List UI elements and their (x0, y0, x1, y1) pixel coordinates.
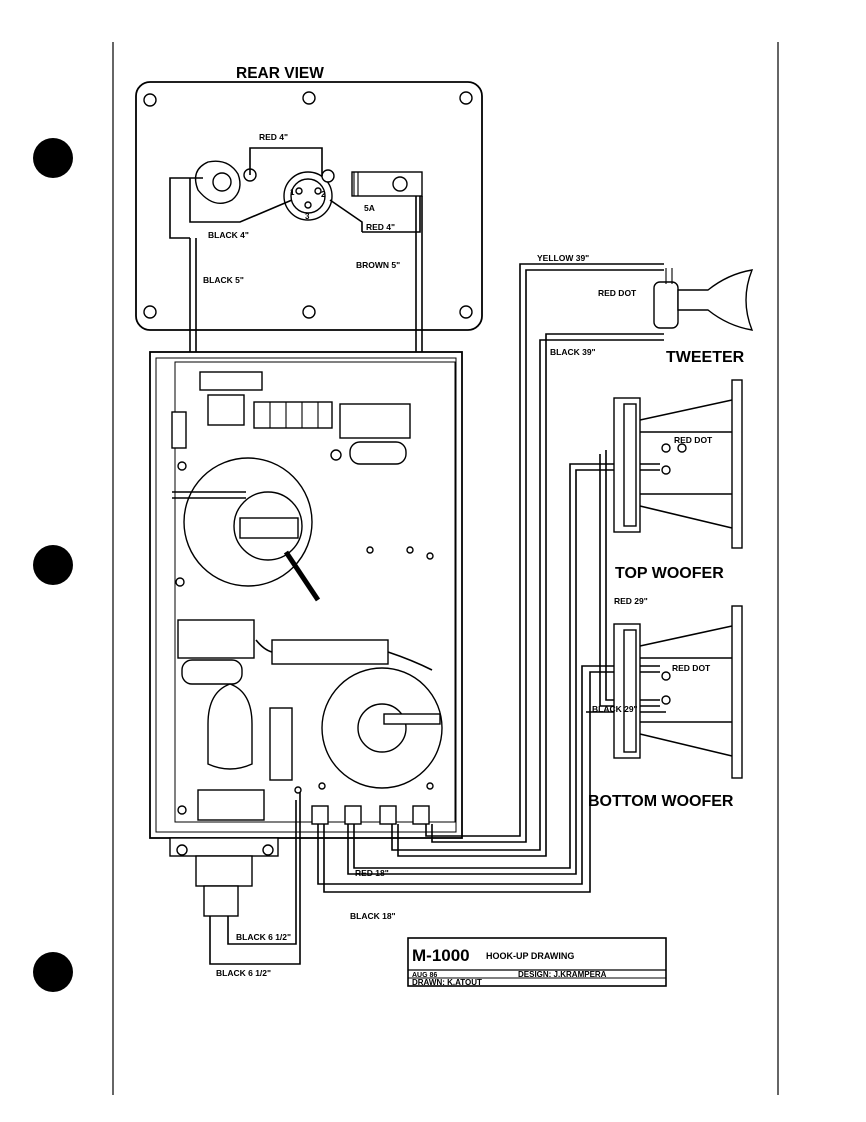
fuse-tube (269, 707, 293, 781)
bottom-woofer-label: BOTTOM WOOFER (588, 793, 734, 810)
capacitor-round (181, 659, 243, 685)
title-block: M-1000 HOOK-UP DRAWING AUG 86 DESIGN: J.… (407, 937, 667, 987)
red-dot-tweeter-label: RED DOT (598, 288, 637, 298)
binder-punch-hole-middle (33, 545, 73, 585)
mounting-hole (143, 93, 157, 107)
terminal-block (344, 805, 362, 825)
bottom-woofer-frame (731, 605, 743, 779)
top-woofer-frame (731, 379, 743, 549)
fuse-holder (351, 171, 423, 197)
fuse-5a-label: 5A (364, 203, 375, 213)
tweeter-driver (653, 281, 679, 329)
wire-black-18 (317, 665, 660, 885)
pin-2-label: 2 (321, 190, 326, 199)
jack-body (195, 855, 253, 887)
red-18-label: RED 18" (355, 868, 389, 878)
relay-block (253, 401, 333, 429)
wire-yellow-39 (425, 263, 664, 837)
drawing-date: AUG 86 (412, 972, 437, 979)
power-resistor (271, 639, 389, 665)
tweeter (653, 268, 754, 331)
wire-red-4-top (249, 147, 323, 176)
wire-yellow-39-b (431, 269, 664, 843)
mounting-hole (459, 91, 473, 105)
wire-black-4 (189, 178, 293, 223)
terminal-block (412, 805, 430, 825)
capacitor (349, 441, 407, 465)
terminal-block (379, 805, 397, 825)
model-number: M-1000 (412, 946, 470, 965)
tweeter-horn (677, 269, 754, 331)
black-6-half-b-label: BLACK 6 1/2" (216, 968, 271, 978)
pin-1-label: 1 (290, 188, 295, 197)
lamp-socket (197, 789, 265, 821)
resistor-bank (207, 394, 245, 426)
red-29-label: RED 29" (614, 596, 648, 606)
xlr-connector: 1 2 3 (283, 169, 335, 221)
drafter: DRAWN: K.ATOUT (412, 978, 482, 987)
wire-black-39 (391, 339, 664, 851)
tweeter-label: TWEETER (666, 349, 745, 366)
designer: DESIGN: J.KRAMPERA (518, 970, 607, 979)
red-4-top-label: RED 4" (259, 132, 288, 142)
red-dot-bottom-label: RED DOT (672, 663, 711, 673)
black-6-half-a-label: BLACK 6 1/2" (236, 932, 291, 942)
binder-punch-hole-bottom (33, 952, 73, 992)
wire-from-jack (169, 177, 203, 239)
bottom-jack-assembly (169, 837, 279, 917)
mounting-hole (459, 305, 473, 319)
wire-red-18-b (347, 469, 660, 875)
capacitor-middle (177, 619, 255, 659)
input-jack (194, 160, 257, 204)
black-4-label: BLACK 4" (208, 230, 249, 240)
toroid-coil-large (172, 457, 434, 602)
rear-view-title: REAR VIEW (236, 65, 324, 82)
toroid-coil-small (318, 667, 443, 790)
black-29-label: BLACK 29" (592, 704, 638, 714)
terminal-block (311, 805, 329, 825)
crossover-board (149, 351, 463, 839)
mounting-hole (143, 305, 157, 319)
black-18-label: BLACK 18" (350, 911, 396, 921)
side-component (171, 411, 187, 449)
capacitor-block (339, 403, 411, 439)
bottom-woofer (613, 605, 743, 779)
mounting-hole (302, 91, 316, 105)
wire-red-29-b (605, 450, 660, 701)
black-39-label: BLACK 39" (550, 347, 596, 357)
black-5-label: BLACK 5" (203, 275, 244, 285)
wire-black-6-half-a (227, 800, 297, 945)
top-woofer-label: TOP WOOFER (615, 565, 724, 582)
red-dot-top-label: RED DOT (674, 435, 713, 445)
yellow-39-label: YELLOW 39" (537, 253, 589, 263)
brown-5-label: BROWN 5" (356, 260, 400, 270)
binder-punch-hole-top (33, 138, 73, 178)
mounting-hole (302, 305, 316, 319)
red-4-side-label: RED 4" (366, 222, 395, 232)
top-woofer (613, 379, 743, 549)
jack-lug (203, 885, 239, 917)
resistor (199, 371, 263, 391)
rear-view-panel: 1 2 3 REAR VIEW RED 4" BLACK 4" RED 4" 5… (135, 65, 483, 331)
drawing-title: HOOK-UP DRAWING (486, 951, 574, 961)
wire-black-39-b (397, 333, 664, 857)
lamp-bulb (207, 683, 253, 770)
pin-3-label: 3 (305, 212, 310, 221)
wire-fuse-link (362, 196, 421, 233)
wire-black-6-half-b (209, 792, 301, 965)
wire-red-4-side (329, 199, 363, 232)
